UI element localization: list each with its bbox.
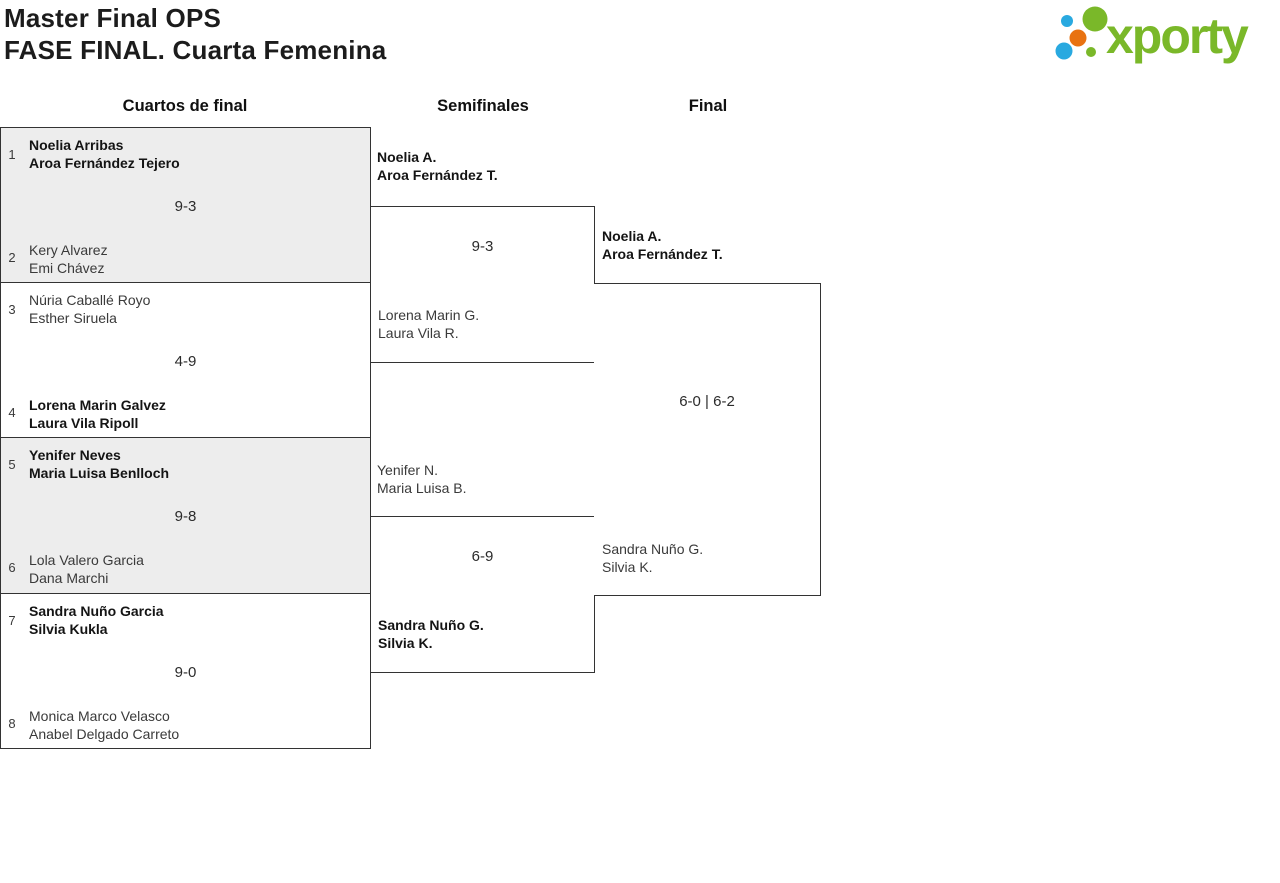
match-score: 6-0 | 6-2 [679,393,735,410]
player-name: Silvia K. [602,559,653,575]
match-quarterfinal-3[interactable]: 5 Yenifer Neves Maria Luisa Benlloch 9-8… [0,437,371,594]
player-name: Aroa Fernández Tejero [29,155,180,171]
team-pair: Lola Valero Garcia Dana Marchi [29,551,144,587]
team-pair: Lorena Marin Galvez Laura Vila Ripoll [29,396,166,432]
logo-dot-icon [1061,15,1073,27]
team-pair: Sandra Nuño G. Silvia K. [602,540,703,576]
match-score: 4-9 [174,353,197,370]
player-name: Sandra Nuño G. [602,541,704,557]
player-name: Monica Marco Velasco [29,708,170,724]
player-name: Anabel Delgado Carreto [29,726,180,742]
match-semifinal-2[interactable]: 6-9 Sandra Nuño G. Silvia K. [370,516,595,673]
player-name: Laura Vila Ripoll [29,415,139,431]
player-name: Emi Chávez [29,260,105,276]
player-name: Aroa Fernández T. [377,167,498,183]
round-header-semifinales: Semifinales [437,97,529,115]
match-score: 9-8 [174,508,197,525]
xporty-logo[interactable]: xporty [1040,0,1280,72]
player-name: Aroa Fernández T. [602,246,723,262]
player-name: Laura Vila R. [378,325,459,341]
team-pair: Sandra Nuño G. Silvia K. [378,616,484,652]
team-pair: Noelia Arribas Aroa Fernández Tejero [29,136,180,172]
player-name: Lola Valero Garcia [29,552,144,568]
player-name: Maria Luisa Benlloch [29,465,170,481]
match-quarterfinal-2[interactable]: 3 Núria Caballé Royo Esther Siruela 4-9 … [0,282,371,438]
team-pair: Núria Caballé Royo Esther Siruela [29,291,150,327]
seed-number: 4 [8,405,16,420]
player-name: Yenifer Neves [29,447,121,463]
match-score: 9-0 [174,664,197,681]
team-pair: Yenifer Neves Maria Luisa Benlloch [29,446,169,482]
team-pair: Noelia A. Aroa Fernández T. [377,148,498,184]
team-pair: Lorena Marin G. Laura Vila R. [378,306,479,342]
player-name: Lorena Marin Galvez [29,397,166,413]
seed-number: 6 [8,560,16,575]
match-score: 9-3 [471,238,494,255]
player-name: Silvia Kukla [29,621,108,637]
player-name: Sandra Nuño G. [378,617,484,633]
player-name: Sandra Nuño Garcia [29,603,164,619]
logo-wordmark: xporty [1106,8,1249,64]
player-name: Esther Siruela [29,310,117,326]
team-pair: Sandra Nuño Garcia Silvia Kukla [29,602,164,638]
match-final[interactable]: 6-0 | 6-2 Sandra Nuño G. Silvia K. [594,283,821,596]
round-header-cuartos: Cuartos de final [122,97,248,115]
player-name: Silvia K. [378,635,433,651]
match-quarterfinal-1[interactable]: 1 Noelia Arribas Aroa Fernández Tejero 9… [0,127,371,283]
player-name: Yenifer N. [377,462,438,478]
page-title: Master Final OPS [4,3,222,33]
seed-number: 3 [8,302,16,317]
seed-number: 8 [8,716,16,731]
player-name: Lorena Marin G. [378,307,480,323]
logo-dot-icon [1069,29,1087,47]
player-name: Kery Alvarez [29,242,108,258]
team-pair: Monica Marco Velasco Anabel Delgado Carr… [29,707,179,743]
player-name: Dana Marchi [29,570,109,586]
seed-number: 7 [8,613,16,628]
player-name: Núria Caballé Royo [29,292,151,308]
match-score: 9-3 [174,198,197,215]
seed-number: 1 [8,147,16,162]
logo-dot-icon [1082,6,1108,32]
team-pair: Yenifer N. Maria Luisa B. [377,461,466,497]
seed-number: 5 [8,457,16,472]
page-subtitle: FASE FINAL. Cuarta Femenina [4,35,387,65]
player-name: Maria Luisa B. [377,480,467,496]
logo-dot-icon [1086,47,1096,57]
player-name: Noelia A. [377,149,437,165]
player-name: Noelia Arribas [29,137,124,153]
seed-number: 2 [8,250,16,265]
team-pair: Kery Alvarez Emi Chávez [29,241,108,277]
team-pair: Noelia A. Aroa Fernández T. [602,227,723,263]
match-quarterfinal-4[interactable]: 7 Sandra Nuño Garcia Silvia Kukla 9-0 8 … [0,593,371,749]
match-semifinal-1[interactable]: 9-3 Lorena Marin G. Laura Vila R. [370,206,595,363]
round-header-final: Final [688,97,728,115]
match-score: 6-9 [471,548,494,565]
player-name: Noelia A. [602,228,662,244]
logo-dot-icon [1055,42,1073,60]
